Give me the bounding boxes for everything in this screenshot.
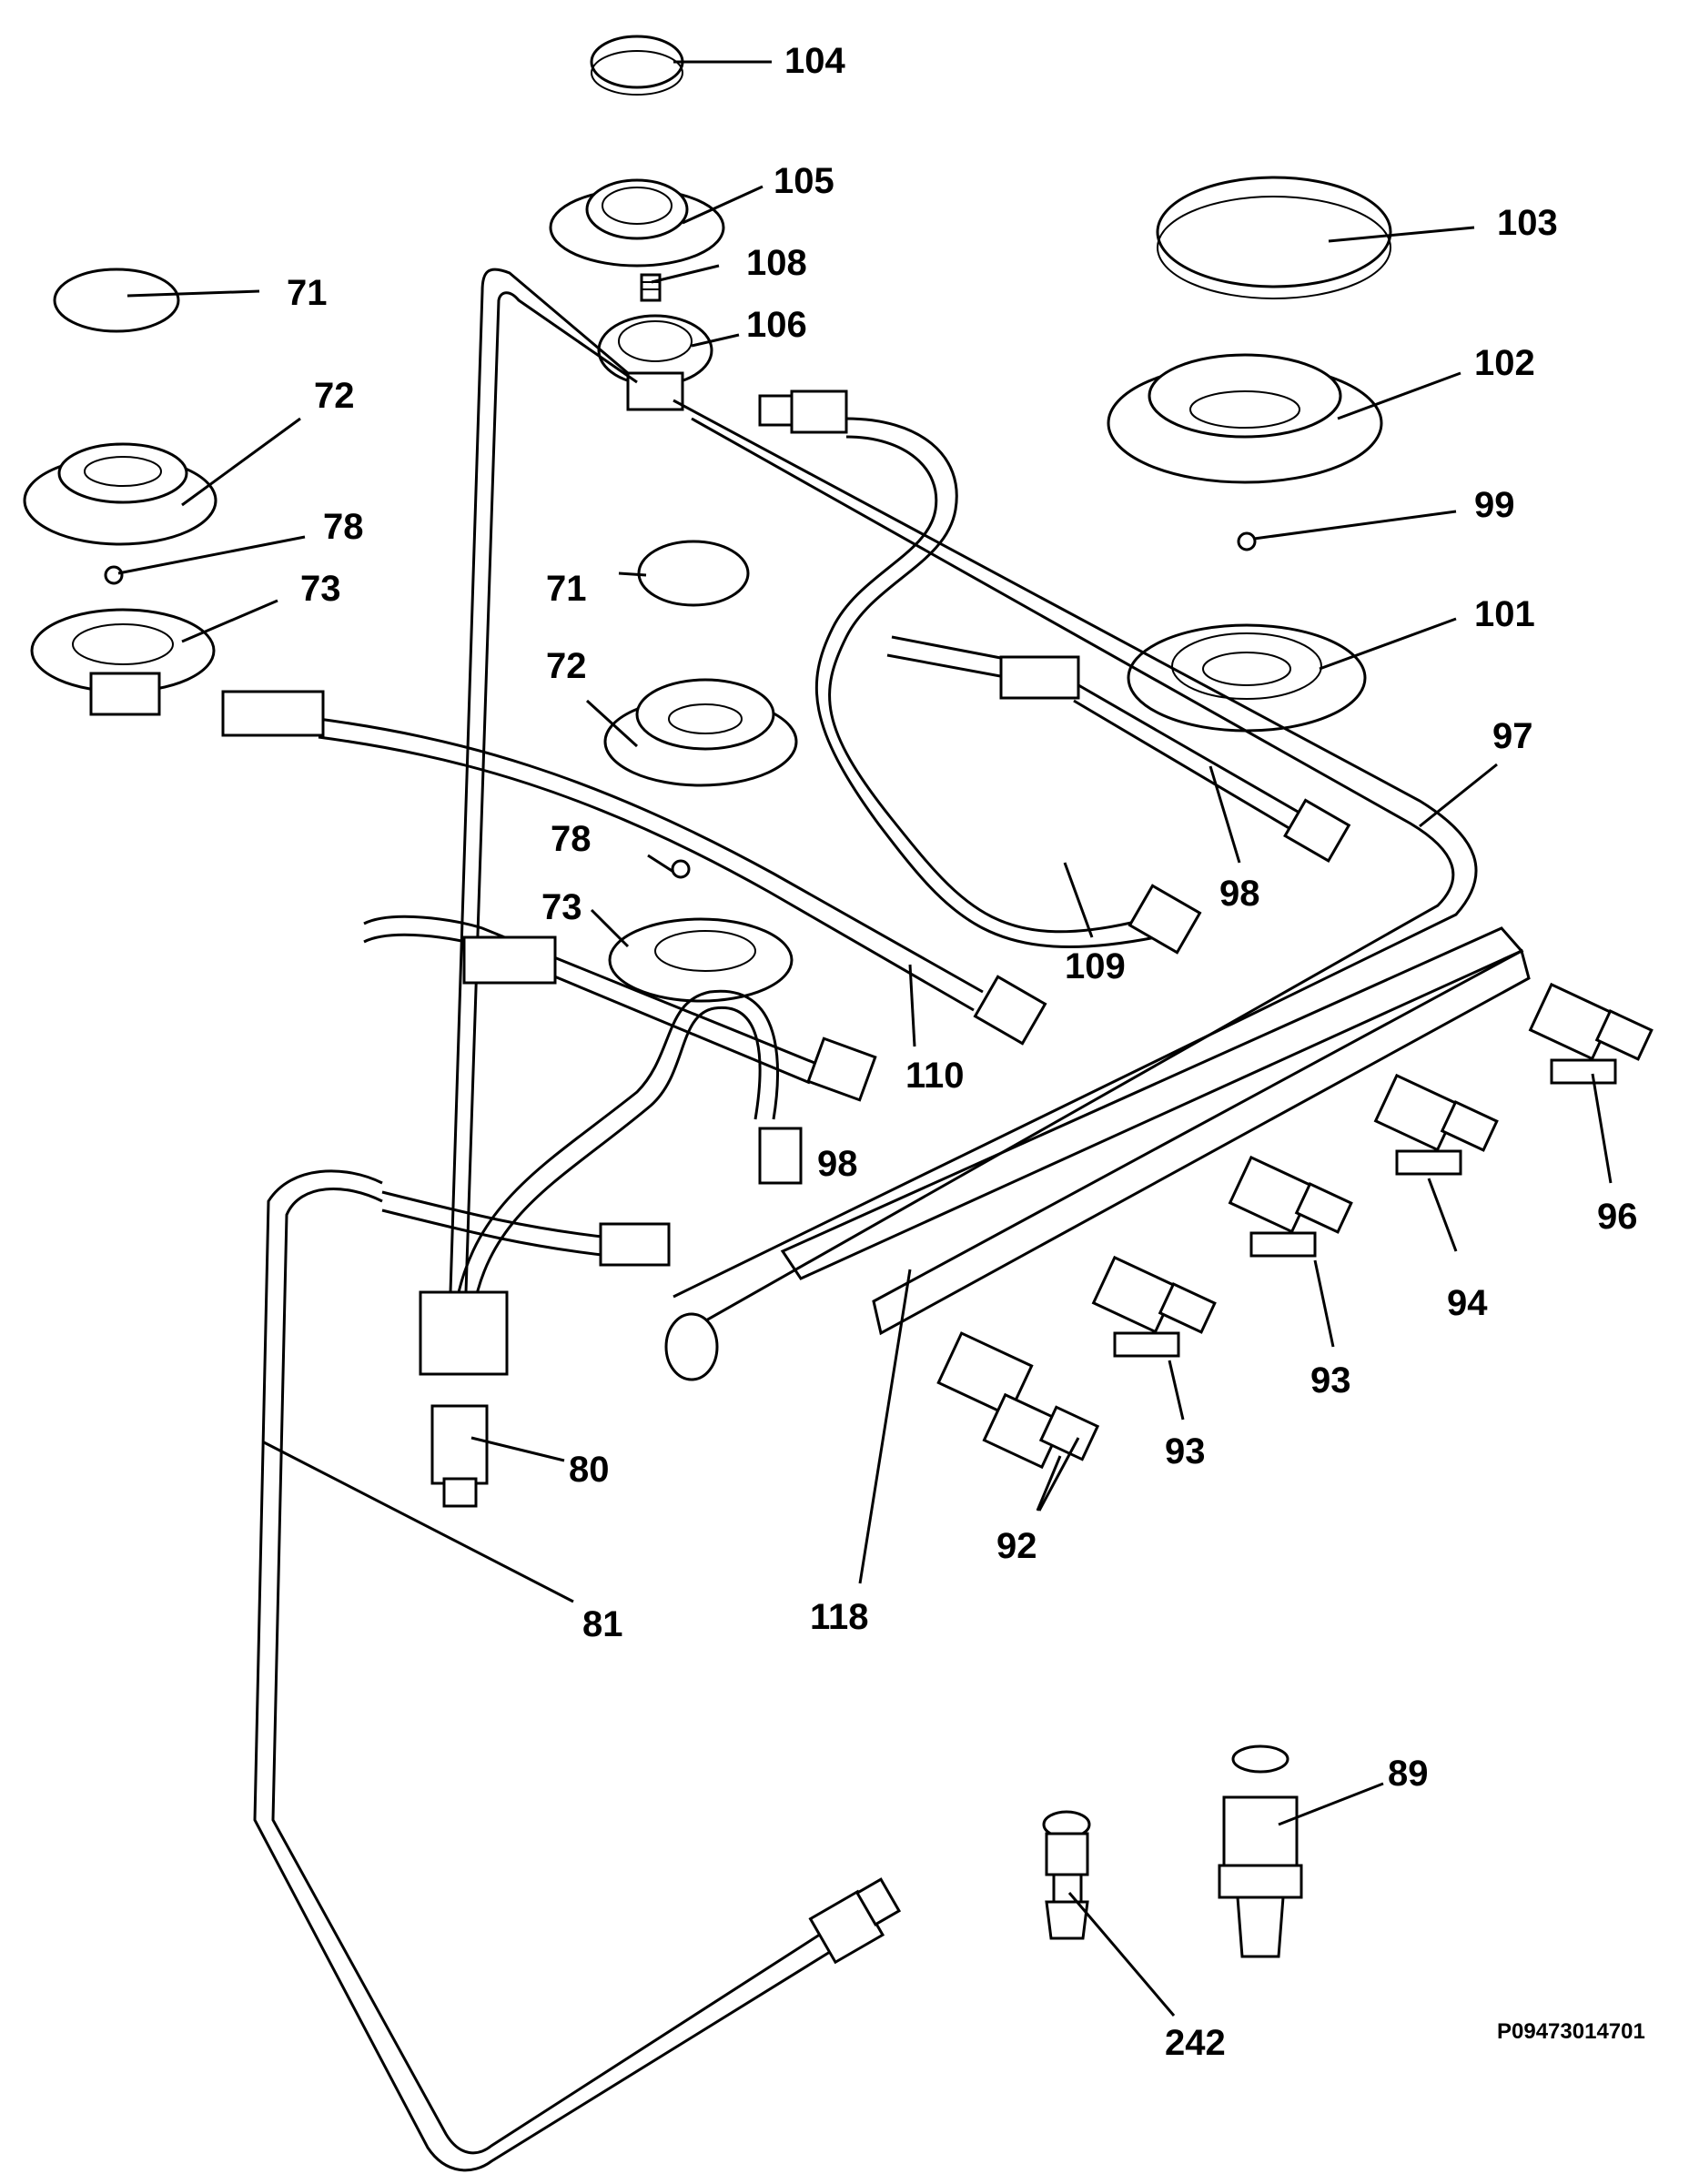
tap-92	[936, 1331, 1100, 1470]
callout-98-lower: 98	[817, 1144, 858, 1184]
part-99-screw	[1237, 531, 1257, 551]
callout-99: 99	[1474, 485, 1515, 525]
part-102-burner-crown	[1107, 353, 1383, 484]
callout-106: 106	[746, 305, 807, 345]
part-89-connector	[1218, 1744, 1303, 1958]
reference-code: P09473014701	[1497, 2019, 1645, 2044]
callout-96: 96	[1597, 1197, 1638, 1237]
callout-78-left: 78	[323, 507, 364, 547]
part-71-burner-cap-middle	[637, 540, 750, 607]
part-108-screw	[640, 273, 662, 302]
callout-108: 108	[746, 243, 807, 283]
part-104-burner-cap	[590, 35, 684, 96]
callout-80: 80	[569, 1450, 610, 1490]
callout-109: 109	[1065, 946, 1126, 986]
callout-89: 89	[1388, 1754, 1429, 1794]
callout-98-upper: 98	[1219, 874, 1260, 914]
tap-93-upper	[1228, 1155, 1353, 1258]
callout-110: 110	[905, 1056, 965, 1096]
callout-104: 104	[784, 41, 845, 81]
callout-72-middle: 72	[546, 646, 587, 686]
part-101-burner-body	[1127, 623, 1367, 733]
callout-72-left: 72	[314, 376, 355, 416]
part-242-injector	[1042, 1810, 1091, 1940]
gas-pipes	[221, 268, 1531, 2172]
part-106-burner-body	[597, 314, 713, 411]
callout-71-middle: 71	[546, 569, 587, 609]
part-103-burner-cap	[1156, 176, 1392, 299]
tap-94	[1373, 1073, 1499, 1176]
part-72-burner-crown-left	[23, 442, 217, 546]
tap-93-lower	[1091, 1255, 1217, 1358]
callout-94: 94	[1447, 1283, 1488, 1323]
callout-labels: 104 105 108 106 103 102 99 101 71 72 78 …	[287, 41, 1645, 2063]
tap-96	[1528, 982, 1653, 1085]
callout-103: 103	[1497, 203, 1558, 243]
callout-78-middle: 78	[551, 819, 592, 859]
callout-92: 92	[996, 1526, 1037, 1566]
callout-97: 97	[1492, 716, 1533, 756]
callout-93-lower: 93	[1165, 1431, 1206, 1471]
part-78-screw-left	[104, 565, 124, 585]
callout-242: 242	[1165, 2023, 1226, 2063]
part-78-screw-middle	[671, 859, 691, 879]
callout-71-left: 71	[287, 273, 328, 313]
callout-118: 118	[810, 1597, 869, 1637]
callout-81: 81	[582, 1604, 623, 1644]
callout-102: 102	[1474, 343, 1535, 383]
part-73-burner-body-middle	[608, 917, 794, 1003]
part-73-burner-body-left	[30, 608, 216, 716]
callout-105: 105	[774, 161, 834, 201]
callout-101: 101	[1474, 594, 1535, 634]
callout-93-upper: 93	[1310, 1360, 1351, 1400]
part-105-burner-crown	[549, 178, 725, 268]
callout-73-left: 73	[300, 569, 341, 609]
callout-73-middle: 73	[541, 887, 582, 927]
part-72-burner-crown-middle	[603, 678, 798, 787]
leader-lines	[117, 60, 1613, 2017]
part-71-burner-cap-left	[53, 268, 180, 333]
